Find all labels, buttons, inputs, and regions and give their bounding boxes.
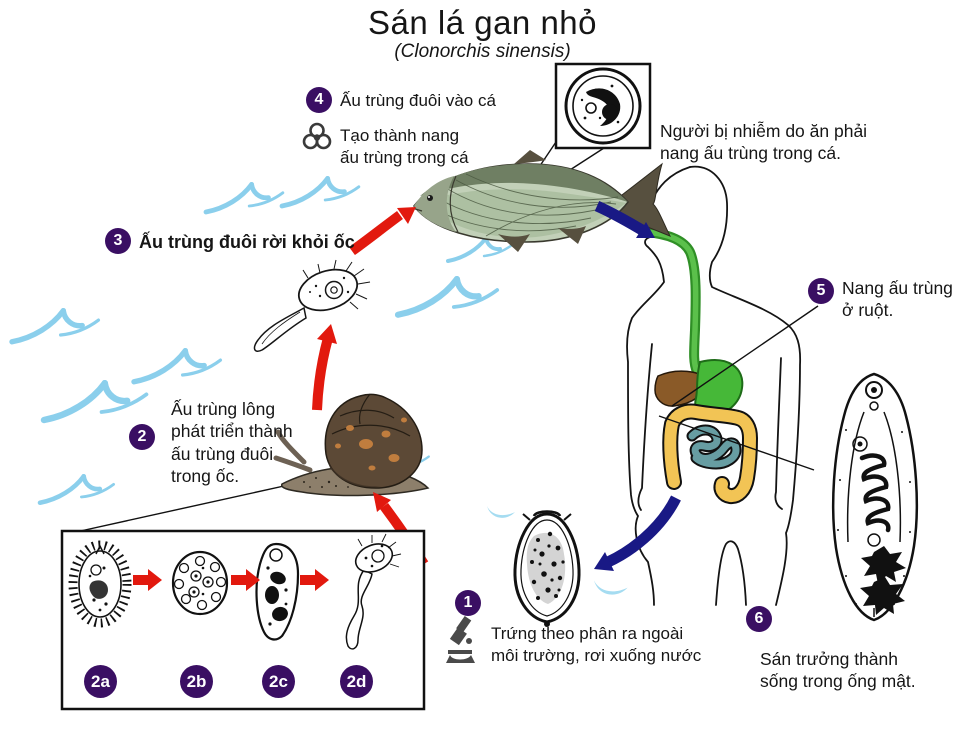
cercaria-stage-illustration — [345, 533, 402, 650]
step-2-badge: 2 — [129, 424, 155, 450]
step-1-label: Trứng theo phân ra ngoài môi trường, rơi… — [491, 624, 702, 665]
page-title: Sán lá gan nhỏ — [367, 4, 598, 41]
biohazard-icon — [302, 122, 332, 150]
sporocyst-illustration — [171, 550, 229, 616]
step-4-badge: 4 — [306, 87, 332, 113]
fish-illustration — [411, 150, 672, 252]
metacercaria-inset — [554, 62, 652, 150]
step-3-badge: 3 — [105, 228, 131, 254]
substage-2b-badge: 2b — [180, 665, 213, 698]
egg-illustration — [513, 510, 581, 627]
redia-illustration — [255, 542, 300, 641]
microscope-icon — [446, 615, 475, 663]
stage-arrows — [133, 569, 329, 591]
miracidium-illustration — [68, 540, 132, 628]
infection-note: Người bị nhiễm do ăn phải nang ấu trùng … — [660, 121, 868, 164]
substage-2a-badge: 2a — [84, 665, 117, 698]
step-4-label-2: Tạo thành nang ấu trùng trong cá — [340, 126, 469, 167]
substage-2c-badge: 2c — [262, 665, 295, 698]
small-intestine — [688, 426, 740, 468]
blue-infection-arrows — [594, 200, 681, 571]
step-2-label: Ấu trùng lông phát triển thành ấu trùng … — [171, 399, 293, 487]
scientific-name: (Clonorchis sinensis) — [394, 41, 571, 62]
substage-2d-badge: 2d — [340, 665, 373, 698]
step-1-badge: 1 — [455, 590, 481, 616]
step-6-label: Sán trưởng thành sống trong ống mật. — [760, 649, 916, 692]
snail-illustration — [273, 393, 430, 497]
step-4-label: Ấu trùng đuôi vào cá — [340, 91, 496, 110]
red-cycle-arrows — [312, 207, 429, 567]
step-5-badge: 5 — [808, 278, 834, 304]
step-5-label: Nang ấu trùng ở ruột. — [842, 278, 953, 321]
cercaria-illustration — [253, 259, 371, 352]
adult-fluke-illustration — [831, 372, 919, 622]
step-3-label: Ấu trùng đuôi rời khỏi ốc — [139, 232, 355, 252]
step-6-badge: 6 — [746, 606, 772, 632]
